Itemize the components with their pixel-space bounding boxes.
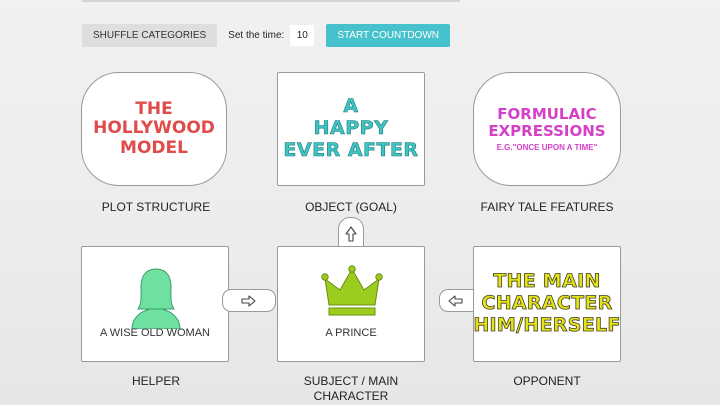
shuffle-categories-button[interactable]: SHUFFLE CATEGORIES [82,24,218,47]
set-time-label: Set the time: [228,30,285,41]
object-goal-label: OBJECT (GOAL) [305,200,397,214]
top-divider [82,0,460,2]
opponent-card[interactable]: THE MAIN CHARACTER HIM/HERSELF [473,246,621,362]
opponent-line-1: THE MAIN [493,270,601,293]
helper-caption: A WISE OLD WOMAN [99,327,210,339]
start-countdown-button[interactable]: START COUNTDOWN [326,24,450,47]
plot-structure-line-1: THE [135,98,173,119]
toolbar: SHUFFLE CATEGORIES Set the time: START C… [82,24,450,47]
opponent-label: OPPONENT [513,374,581,388]
object-goal-line-2: HAPPY [313,117,389,140]
fairy-tale-line-1: FORMULAIC [497,104,597,123]
fairy-tale-text: FORMULAIC EXPRESSIONS E.G."ONCE UPON A T… [488,104,606,153]
arrow-left-icon [448,294,463,307]
fairy-tale-label: FAIRY TALE FEATURES [480,200,614,214]
plot-structure-label: PLOT STRUCTURE [101,200,211,214]
opponent-text: THE MAIN CHARACTER HIM/HERSELF [473,270,621,337]
object-goal-line-3: EVER AFTER [283,138,419,161]
plot-structure-card[interactable]: THE HOLLYWOOD MODEL [81,72,227,186]
plot-structure-text: THE HOLLYWOOD MODEL [93,98,215,159]
fairy-tale-card[interactable]: FORMULAIC EXPRESSIONS E.G."ONCE UPON A T… [473,72,621,186]
subject-label-line-2: CHARACTER [313,389,389,403]
fairy-tale-line-2: EXPRESSIONS [488,122,606,140]
opponent-line-2: CHARACTER [481,292,613,315]
arrow-up-icon [345,226,357,242]
object-goal-card[interactable]: A HAPPY EVER AFTER [277,72,425,186]
object-goal-line-1: A [343,95,359,118]
fairy-tale-subtitle: E.G."ONCE UPON A TIME" [496,143,598,153]
subject-label-line-1: SUBJECT / MAIN [303,374,399,388]
plot-structure-line-2: HOLLYWOOD [93,118,215,139]
plot-structure-line-3: MODEL [120,137,188,158]
time-input[interactable] [290,25,315,46]
subject-label: SUBJECT / MAIN CHARACTER [276,374,426,404]
subject-caption: A PRINCE [325,327,377,339]
subject-card[interactable]: A PRINCE [277,246,425,362]
object-goal-text: A HAPPY EVER AFTER [283,95,419,162]
helper-label: HELPER [131,374,181,388]
helper-card[interactable]: A WISE OLD WOMAN [81,246,229,362]
woman-silhouette-icon [131,268,181,329]
arrow-right-icon [241,294,256,307]
opponent-line-3: HIM/HERSELF [473,313,621,336]
arrow-left-button[interactable] [439,289,483,312]
arrow-right-button[interactable] [222,289,276,312]
crown-icon [321,265,383,316]
